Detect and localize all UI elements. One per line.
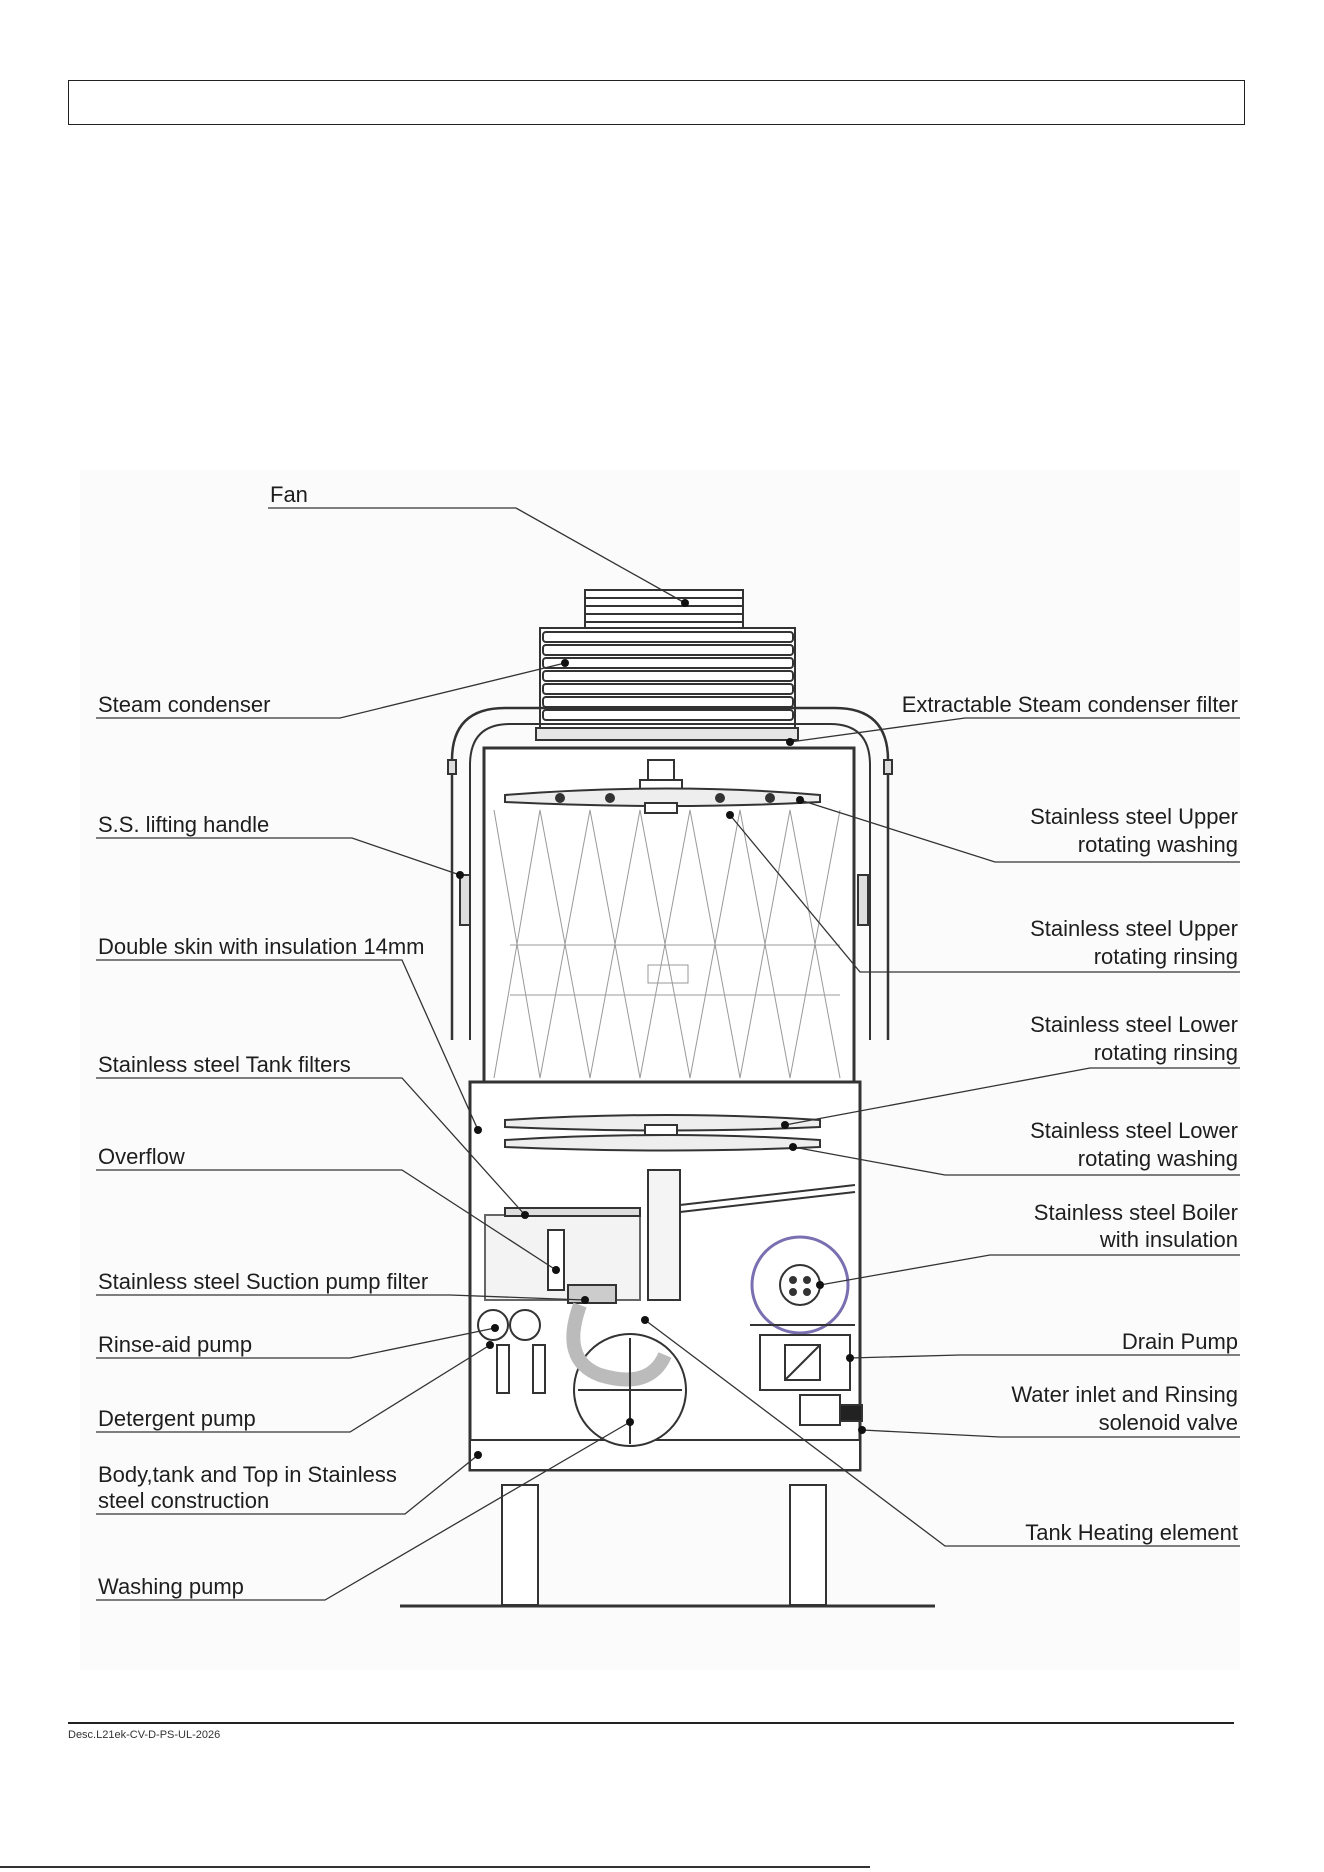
label-overflow: Overflow bbox=[98, 1144, 185, 1169]
lower-wash-arm-shape bbox=[504, 1114, 821, 1152]
label-fan: Fan bbox=[270, 482, 308, 507]
label-upper-rinsing-line2: rotating rinsing bbox=[1094, 944, 1238, 969]
machine-drawing bbox=[400, 589, 935, 1608]
spray-pattern bbox=[493, 809, 841, 1079]
label-tank-filters: Stainless steel Tank filters bbox=[98, 1052, 351, 1077]
label-rinse-aid-pump: Rinse-aid pump bbox=[98, 1332, 252, 1357]
label-extractable-filter: Extractable Steam condenser filter bbox=[902, 692, 1238, 717]
label-lower-rinsing-line2: rotating rinsing bbox=[1094, 1040, 1238, 1065]
label-detergent-pump: Detergent pump bbox=[98, 1406, 256, 1431]
label-body-line1: Body,tank and Top in Stainless bbox=[98, 1462, 397, 1487]
condenser-filter-shape bbox=[535, 727, 799, 741]
leader-lines bbox=[96, 507, 1240, 1601]
label-double-skin: Double skin with insulation 14mm bbox=[98, 934, 425, 959]
label-steam-condenser: Steam condenser bbox=[98, 692, 270, 717]
label-boiler-line2: with insulation bbox=[1099, 1227, 1238, 1252]
fan-unit bbox=[584, 589, 744, 629]
label-tank-heating: Tank Heating element bbox=[1025, 1520, 1238, 1545]
labels: Fan Steam condenser Extractable Steam co… bbox=[98, 482, 1238, 1599]
upper-wash-arm-shape bbox=[504, 759, 821, 814]
label-upper-washing-line2: rotating washing bbox=[1078, 832, 1238, 857]
steam-condenser-unit bbox=[539, 627, 796, 729]
leg-left bbox=[501, 1484, 539, 1606]
label-water-inlet-line1: Water inlet and Rinsing bbox=[1011, 1382, 1238, 1407]
label-boiler-line1: Stainless steel Boiler bbox=[1034, 1200, 1238, 1225]
tank-filter-shape bbox=[504, 1207, 641, 1217]
footer-code: Desc.L21ek-CV-D-PS-UL-2026 bbox=[68, 1729, 221, 1741]
label-washing-pump: Washing pump bbox=[98, 1574, 244, 1599]
label-lower-washing-line1: Stainless steel Lower bbox=[1030, 1118, 1238, 1143]
footer-divider bbox=[68, 1722, 1234, 1724]
riser-pipe bbox=[647, 1169, 681, 1301]
bottom-divider bbox=[0, 1866, 870, 1868]
label-suction-filter: Stainless steel Suction pump filter bbox=[98, 1269, 428, 1294]
label-lifting-handle: S.S. lifting handle bbox=[98, 812, 269, 837]
leg-right bbox=[789, 1484, 827, 1606]
detergent-pump-shape bbox=[509, 1309, 541, 1341]
suction-filter-shape bbox=[567, 1284, 617, 1304]
lifting-handle-shape bbox=[450, 706, 890, 1040]
label-lower-rinsing-line1: Stainless steel Lower bbox=[1030, 1012, 1238, 1037]
overflow-pipe bbox=[547, 1229, 565, 1291]
label-lower-washing-line2: rotating washing bbox=[1078, 1146, 1238, 1171]
label-upper-washing-line1: Stainless steel Upper bbox=[1030, 804, 1238, 829]
label-body-line2: steel construction bbox=[98, 1488, 269, 1513]
leader-dots bbox=[456, 599, 866, 1459]
label-upper-rinsing-line1: Stainless steel Upper bbox=[1030, 916, 1238, 941]
label-water-inlet-line2: solenoid valve bbox=[1099, 1410, 1238, 1435]
solenoid-valve-shape bbox=[799, 1394, 841, 1426]
label-drain-pump: Drain Pump bbox=[1122, 1329, 1238, 1354]
header-box bbox=[68, 80, 1245, 125]
